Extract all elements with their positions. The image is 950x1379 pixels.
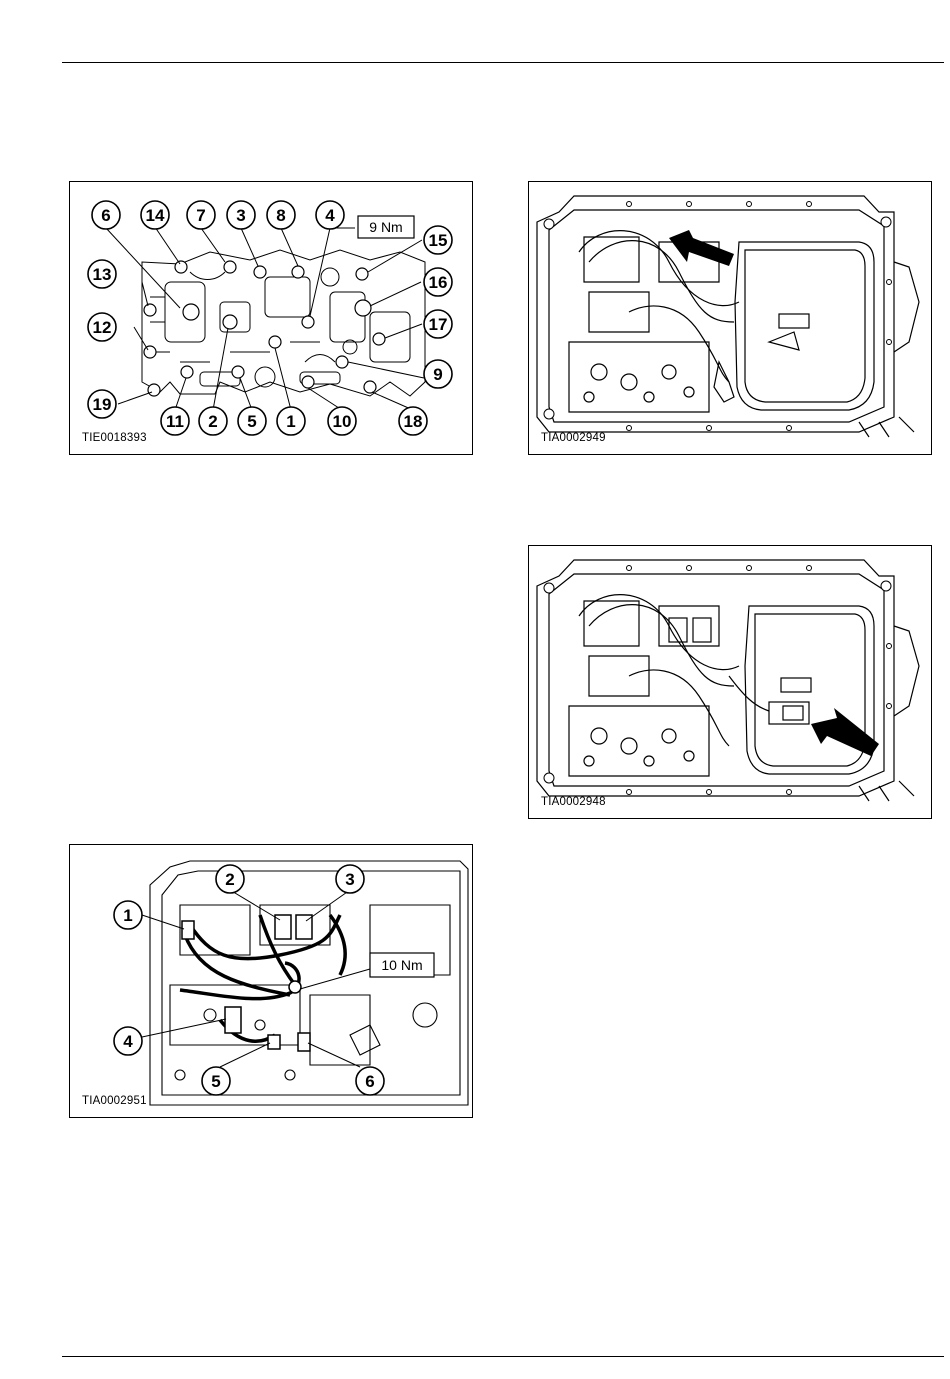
figure-code: TIA0002948 (541, 796, 606, 808)
callout-5: 5 (211, 1072, 220, 1091)
callout-10: 10 (333, 412, 352, 431)
callout-4: 4 (123, 1032, 133, 1051)
callout-15: 15 (429, 231, 448, 250)
callout-2: 2 (225, 870, 234, 889)
torque-label: 10 Nm (381, 957, 422, 973)
figure-code: TIE0018393 (82, 432, 147, 444)
callout-9: 9 (433, 365, 442, 384)
callout-5: 5 (247, 412, 256, 431)
callout-7: 7 (196, 206, 205, 225)
callout-1: 1 (286, 412, 295, 431)
callout-18: 18 (404, 412, 423, 431)
figure-harness-connector-top: TIA0002949 (528, 181, 932, 455)
figure-valve-body-bolt-sequence: 9 Nm 6 14 7 3 8 4 15 13 16 12 17 9 19 11… (69, 181, 473, 455)
callout-12: 12 (93, 318, 112, 337)
callout-13: 13 (93, 265, 112, 284)
figure-harness-connector-side: TIA0002948 (528, 545, 932, 819)
figure-wiring-harness-components: 10 Nm 1 2 3 4 5 6 TIA0002951 (69, 844, 473, 1118)
figure-code: TIA0002951 (82, 1095, 147, 1107)
valve-body-drawing: 9 Nm 6 14 7 3 8 4 15 13 16 12 17 9 19 11… (70, 182, 472, 454)
wiring-harness-drawing: 10 Nm 1 2 3 4 5 6 (70, 845, 472, 1117)
torque-label: 9 Nm (369, 219, 402, 235)
callout-14: 14 (146, 206, 165, 225)
footer-rule (62, 1356, 944, 1357)
callout-16: 16 (429, 273, 448, 292)
callout-6: 6 (365, 1072, 374, 1091)
callout-19: 19 (93, 395, 112, 414)
header-rule (62, 62, 944, 63)
transmission-case-drawing (529, 182, 931, 454)
callout-4: 4 (325, 206, 335, 225)
callout-1: 1 (123, 906, 132, 925)
callout-17: 17 (429, 315, 448, 334)
callout-3: 3 (236, 206, 245, 225)
callout-3: 3 (345, 870, 354, 889)
callout-6: 6 (101, 206, 110, 225)
callout-8: 8 (276, 206, 285, 225)
callout-11: 11 (166, 412, 184, 431)
transmission-case-drawing (529, 546, 931, 818)
callout-2: 2 (208, 412, 217, 431)
figure-code: TIA0002949 (541, 432, 606, 444)
